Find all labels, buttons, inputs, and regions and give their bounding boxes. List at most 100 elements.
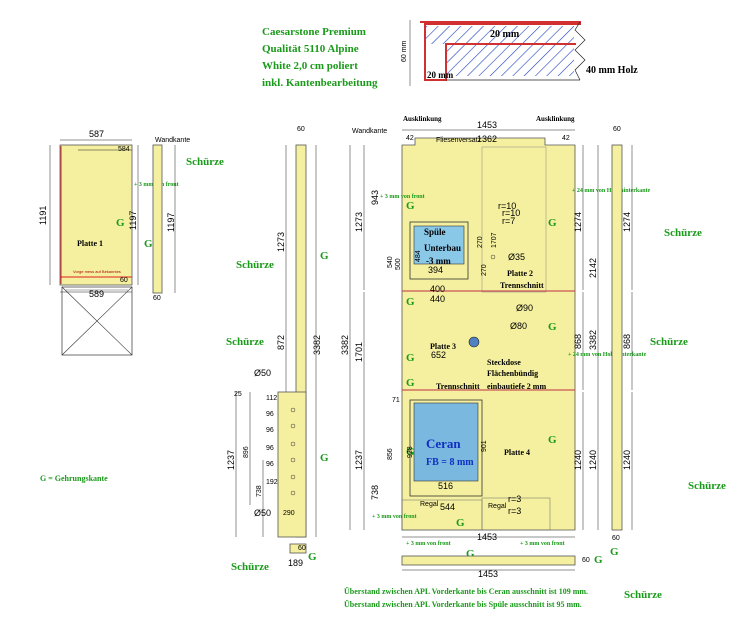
ceran-label: Ceran (426, 436, 461, 451)
dim-42b: 42 (562, 135, 570, 142)
plus3-top: + 3 mm von front (380, 194, 425, 200)
dim-96b: 96 (266, 427, 274, 434)
dim-3382c: 3382 (588, 330, 598, 350)
d35: Ø35 (508, 252, 525, 262)
schuerze-label-5: Schürze (624, 589, 662, 601)
dim-516: 516 (438, 481, 453, 491)
regal-2: Regal (488, 503, 507, 510)
dim-1453b: 1453 (477, 532, 497, 542)
dim-290: 290 (283, 510, 295, 517)
dim-872: 872 (276, 335, 286, 350)
dim-587: 587 (89, 129, 104, 139)
note-1: Überstand zwischen APL Vorderkante bis C… (344, 587, 588, 596)
d90: Ø90 (516, 303, 533, 313)
dim-738b: 738 (370, 485, 380, 500)
sink-spuele: Spüle (424, 227, 446, 237)
dim-1197: 1197 (128, 211, 138, 230)
material-line2: Qualität 5110 Alpine (262, 43, 359, 55)
einbau-label: einbautiefe 2 mm (487, 382, 546, 391)
dim-60e: 60 (613, 126, 621, 133)
dim-1274b: 1274 (622, 212, 632, 232)
ceran-fb: FB = 8 mm (426, 457, 474, 468)
plus3-bottom-left: + 3 mm von front (406, 541, 451, 547)
dim-868b: 868 (622, 334, 632, 349)
dim-540: 540 (387, 256, 394, 268)
d50-label-b: Ø50 (254, 508, 271, 518)
schuerze-label-2: Schürze (236, 259, 274, 271)
schuerze-label-8: Schürze (688, 480, 726, 492)
schuerze-strip-1: Wandkante 1197 60 Schürze (152, 137, 224, 302)
material-block: Caesarstone Premium Qualität 5110 Alpine… (262, 26, 378, 89)
dim-1274: 1274 (573, 212, 583, 232)
r10b: r=10 (502, 208, 520, 218)
material-line3: White 2,0 cm poliert (262, 60, 358, 72)
dim-928: 928 (407, 446, 414, 458)
dim-500: 500 (395, 258, 402, 270)
trennschnitt-2: Trennschnitt (436, 382, 480, 391)
dim-1273b: 1273 (354, 212, 364, 232)
strip2-g1: G (320, 250, 329, 262)
r3b: r=3 (508, 506, 521, 516)
front-g: G (594, 554, 603, 566)
dim-1237b: 1237 (354, 450, 364, 470)
top-g8: G (548, 434, 557, 446)
plate-2-label: Platte 2 (507, 269, 533, 278)
top-g9: G (456, 517, 465, 529)
schuerze-strip-2: 60 1273 872 3382 G G Schürze Schürze (226, 126, 329, 538)
material-line1: Caesarstone Premium (262, 26, 366, 38)
wandkante-1: Wandkante (155, 137, 190, 144)
dim-1197b: 1197 (166, 213, 176, 232)
plate-1-note: Vorge mess auf Bekanntes (73, 269, 121, 274)
dim-189: 189 (288, 558, 303, 568)
schuerze-label-4: Schürze (231, 561, 269, 573)
dim-1273: 1273 (276, 232, 286, 252)
ausklinkung-left: Ausklinkung (403, 115, 442, 123)
edge-profile-detail: 60 mm 20 mm 20 mm 40 mm Holz (401, 20, 638, 86)
d80: Ø80 (510, 321, 527, 331)
dim-1362: 1362 (477, 134, 497, 144)
ausklinkung-right: Ausklinkung (536, 115, 575, 123)
dim-738: 738 (256, 485, 263, 497)
plus3-left: + 3 mm von front (372, 514, 417, 520)
dim-1240c: 1240 (622, 450, 632, 470)
sink-minus3: -3 mm (426, 256, 451, 266)
dim-1453-top: 1453 (477, 120, 497, 130)
dim-584: 584 (118, 146, 130, 153)
fliesenversatz: Fliesenversatz (436, 137, 482, 144)
regal-1: Regal (420, 501, 439, 508)
profile-dim-20-bottom: 20 mm (427, 70, 454, 80)
schuerze-strip-front: 1453 60 G Schürze (401, 554, 662, 601)
dim-60g: 60 (612, 535, 620, 542)
dim-3382: 3382 (312, 335, 322, 355)
note-2: Überstand zwischen APL Vorderkante bis S… (344, 600, 582, 609)
r10a: r=10 (498, 201, 516, 211)
schuerze-label-7: Schürze (650, 336, 688, 348)
dim-1453c: 1453 (478, 569, 498, 579)
main-countertop: Trennschnitt Trennschnitt Spüle Unterbau… (340, 115, 651, 560)
dim-589: 589 (89, 289, 104, 299)
dim-96d: 96 (266, 461, 274, 468)
dim-896: 896 (243, 446, 250, 458)
dim-3382b: 3382 (340, 335, 350, 355)
dim-270a: 270 (477, 236, 484, 248)
plate-4-label: Platte 4 (504, 448, 530, 457)
plate-3-label: Platte 3 (430, 342, 456, 351)
plate-1-g: G (116, 217, 125, 229)
profile-dim-60: 60 mm (401, 40, 408, 62)
dim-1701: 1701 (354, 342, 364, 362)
flaechen-label: Flächenbündig (487, 369, 538, 378)
profile-holz: 40 mm Holz (586, 65, 638, 76)
top-g2: G (548, 217, 557, 229)
r3a: r=3 (508, 494, 521, 504)
dim-484: 484 (415, 250, 422, 262)
dim-25: 25 (234, 391, 242, 398)
dim-71: 71 (392, 397, 400, 404)
dim-2142: 2142 (588, 258, 598, 278)
dim-1237: 1237 (226, 450, 236, 470)
dim-1240b: 1240 (588, 450, 598, 470)
dim-1191: 1191 (38, 206, 48, 225)
r7: r=7 (502, 216, 515, 226)
steckdose-label: Steckdose (487, 358, 521, 367)
dim-1707: 1707 (491, 232, 498, 248)
